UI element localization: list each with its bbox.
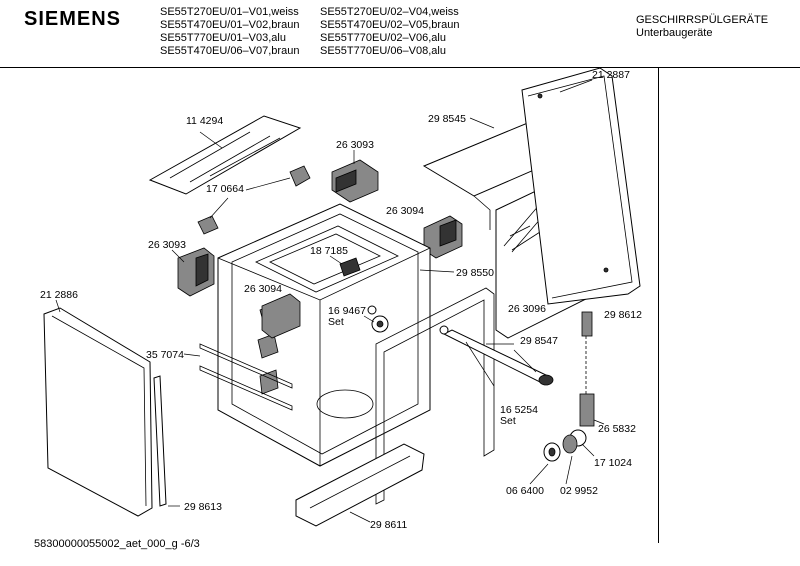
- label-357074: 35 7074: [146, 349, 184, 361]
- part-set-169467: [363, 305, 389, 333]
- model-item: SE55T270EU/01–V01,weiss: [160, 6, 299, 18]
- bottom-trim-298611: [295, 443, 425, 527]
- model-item: SE55T770EU/06–V08,alu: [320, 45, 446, 57]
- category-label: GESCHIRRSPÜLGERÄTE Unterbaugeräte: [636, 14, 768, 40]
- label-298613: 29 8613: [184, 501, 222, 513]
- label-298611: 29 8611: [370, 519, 407, 531]
- model-list-right: SE55T270EU/02–V04,weiss SE55T470EU/02–V0…: [320, 6, 459, 58]
- side-divider: [658, 67, 659, 543]
- label-165254: 16 5254: [500, 404, 538, 416]
- brand-logo: SIEMENS: [24, 8, 122, 30]
- bracket-263094-right: [423, 215, 463, 259]
- model-list-left: SE55T270EU/01–V01,weiss SE55T470EU/01–V0…: [160, 6, 299, 58]
- label-029952: 02 9952: [560, 485, 598, 497]
- label-265832: 26 5832: [598, 423, 636, 435]
- label-set-2: Set: [500, 415, 516, 427]
- panel-114294: [148, 115, 302, 195]
- label-171024: 17 1024: [594, 457, 632, 469]
- hose-fittings: [529, 311, 605, 485]
- label-066400: 06 6400: [506, 485, 544, 497]
- door-seal-298550: [375, 269, 495, 505]
- label-263093-left: 26 3093: [148, 239, 186, 251]
- spray-arm-298547: [439, 325, 554, 387]
- model-item: SE55T770EU/02–V06,alu: [320, 32, 446, 44]
- label-114294: 11 4294: [186, 115, 223, 127]
- category-title: GESCHIRRSPÜLGERÄTE: [636, 14, 769, 26]
- model-item: SE55T470EU/01–V02,braun: [160, 19, 300, 31]
- label-263094-right: 26 3094: [386, 205, 424, 217]
- label-298547: 29 8547: [520, 335, 558, 347]
- side-panel-212887: [521, 67, 641, 305]
- document-footer: 58300000055002_aet_000_g -6/3: [34, 538, 200, 550]
- bracket-263094-inner: [261, 293, 301, 339]
- label-263093-top: 26 3093: [336, 139, 374, 151]
- side-panel-212886: [43, 299, 153, 517]
- label-298545: 29 8545: [428, 113, 466, 125]
- label-298612: 29 8612: [604, 309, 642, 321]
- part-187185: [329, 255, 361, 277]
- label-170664: 17 0664: [206, 183, 244, 195]
- label-212887: 21 2887: [592, 69, 630, 81]
- model-item: SE55T270EU/02–V04,weiss: [320, 6, 459, 18]
- model-item: SE55T470EU/02–V05,braun: [320, 19, 460, 31]
- label-263094-inner: 26 3094: [244, 283, 282, 295]
- header-divider: [0, 67, 800, 68]
- clip-170664: [197, 165, 311, 235]
- rails-357074: [183, 343, 293, 411]
- label-169467: 16 9467: [328, 305, 366, 317]
- tub-frame: [217, 203, 431, 467]
- strip-298613: [153, 375, 180, 507]
- category-subtitle: Unterbaugeräte: [636, 27, 713, 39]
- label-187185: 18 7185: [310, 245, 348, 257]
- bracket-263093-left: [171, 247, 215, 297]
- bracket-263093-top: [331, 150, 379, 203]
- label-set-1: Set: [328, 316, 344, 328]
- label-298550: 29 8550: [456, 267, 494, 279]
- label-212886: 21 2886: [40, 289, 78, 301]
- model-item: SE55T770EU/01–V03,alu: [160, 32, 286, 44]
- label-263096: 26 3096: [508, 303, 546, 315]
- model-item: SE55T470EU/06–V07,braun: [160, 45, 300, 57]
